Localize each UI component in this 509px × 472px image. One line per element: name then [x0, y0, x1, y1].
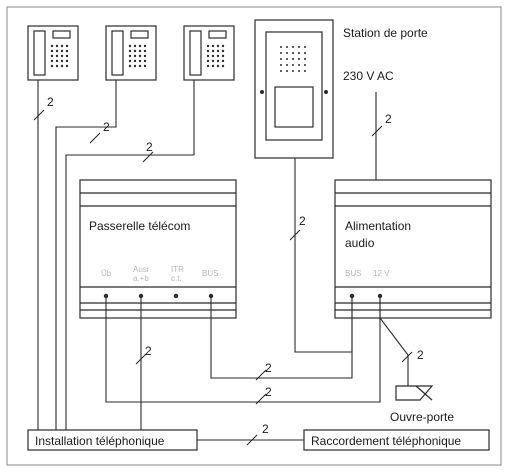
gateway-terminal-3-line1: ITR — [171, 265, 184, 274]
marker-phone2: 2 — [103, 120, 110, 134]
opener-wire — [379, 296, 409, 386]
outer-border — [6, 6, 502, 466]
gateway-terminal-2-line1: Ausr — [133, 265, 150, 274]
telephone-1 — [27, 25, 79, 81]
marker-phone3: 2 — [146, 140, 153, 154]
gateway-terminal-4: BUS — [202, 269, 218, 278]
marker-slash-opener — [401, 351, 413, 363]
telephone-connection-label: Raccordement téléphonique — [311, 434, 461, 448]
gateway-left-wire — [105, 296, 381, 403]
telephone-installation-label: Installation téléphonique — [35, 434, 165, 448]
power-terminal-1: BUS — [345, 269, 361, 278]
gateway-terminal-1: Üb — [101, 269, 112, 278]
marker-slash-bottom — [246, 434, 258, 446]
marker-slash-lower — [255, 393, 267, 405]
marker-opener: 2 — [417, 348, 424, 362]
marker-door-station: 2 — [299, 214, 306, 228]
marker-slash-phone3 — [142, 151, 154, 163]
power-terminal-2: 12 V — [373, 269, 390, 278]
gateway-box — [79, 179, 237, 319]
door-station-wire — [294, 158, 353, 353]
marker-gateway-left: 2 — [145, 344, 152, 358]
gateway-bus-wire-b — [210, 296, 353, 379]
power-supply-box — [334, 179, 492, 319]
gateway-terminal-2-line2: a.+b — [133, 274, 149, 283]
door-opener-label: Ouvre-porte — [390, 410, 454, 424]
gateway-terminal-3-line2: c.t. — [171, 274, 182, 283]
door-opener — [395, 385, 434, 401]
marker-slash-phone2 — [89, 132, 101, 144]
telephone-3 — [183, 25, 235, 81]
marker-phone1: 2 — [47, 95, 54, 109]
gateway-label: Passerelle télécom — [89, 219, 190, 233]
phone2-wire — [55, 80, 117, 430]
marker-lower: 2 — [265, 385, 272, 399]
marker-slash-power — [371, 125, 383, 137]
marker-power-in: 2 — [385, 112, 392, 126]
power-voltage-label: 230 V AC — [343, 69, 394, 83]
marker-middle: 2 — [265, 361, 272, 375]
marker-slash-phone1 — [33, 109, 45, 121]
marker-slash-gateway-left — [135, 353, 147, 365]
marker-bottom: 2 — [262, 422, 269, 436]
marker-slash-door — [289, 229, 301, 241]
telephone-2 — [105, 25, 157, 81]
door-station — [254, 19, 334, 159]
marker-slash-middle — [255, 369, 267, 381]
power-supply-label-line2: audio — [345, 236, 375, 250]
door-station-label: Station de porte — [343, 26, 428, 40]
phone3-wire — [65, 80, 195, 430]
power-supply-label-line1: Alimentation — [345, 219, 411, 233]
